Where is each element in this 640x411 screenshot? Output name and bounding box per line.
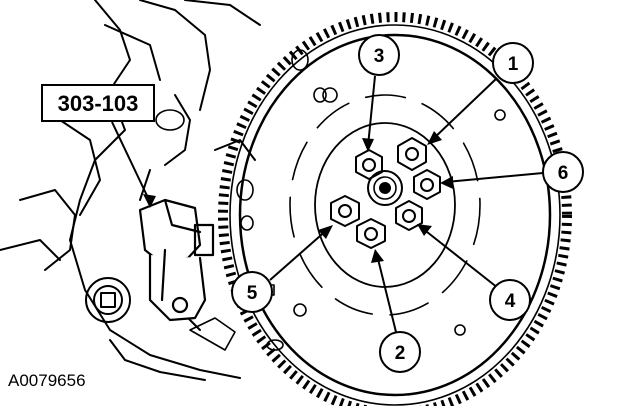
callout-3: 3: [358, 34, 400, 152]
engine-bolt: [85, 277, 131, 323]
figure-id: A0079656: [8, 371, 86, 390]
bolt-1: [397, 137, 427, 171]
callout-label-1: 1: [508, 54, 519, 75]
flywheel: [218, 12, 572, 411]
callout-2: 2: [371, 249, 421, 373]
bolt-4: [395, 200, 423, 231]
callout-label-2: 2: [395, 343, 406, 364]
callout-4: 4: [417, 224, 531, 321]
callout-1: 1: [427, 42, 534, 145]
bolt-5: [330, 195, 360, 227]
callout-label-5: 5: [247, 283, 258, 304]
callout-label-4: 4: [505, 291, 516, 312]
bolt-3: [355, 149, 383, 180]
tool-label: 303-103: [58, 91, 139, 116]
flywheel-bolts: [330, 137, 441, 249]
bolt-2: [356, 218, 386, 249]
holding-tool: [138, 198, 215, 322]
callout-6: 6: [440, 151, 584, 193]
crank-hub: [367, 170, 403, 206]
bolt-6: [413, 169, 441, 200]
tool-label-box: 303-103: [41, 84, 156, 208]
callout-5: 5: [231, 225, 333, 313]
callout-label-3: 3: [374, 46, 385, 67]
callout-label-6: 6: [558, 163, 569, 184]
